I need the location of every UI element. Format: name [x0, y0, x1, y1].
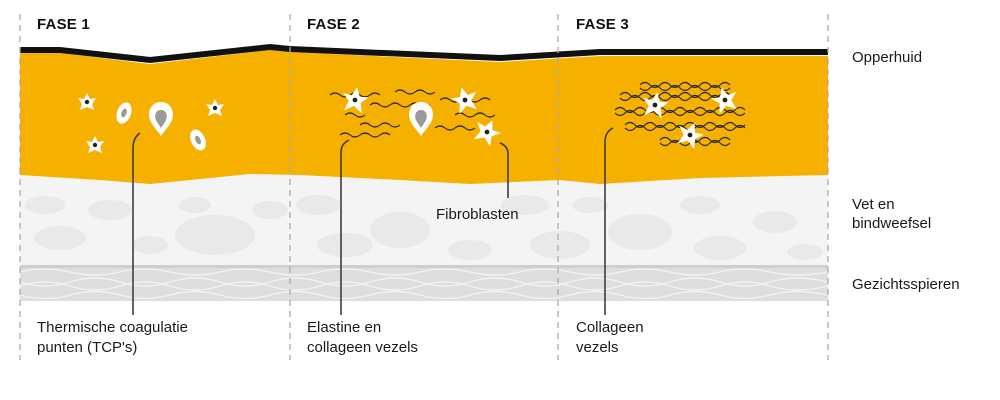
fat-blobs	[25, 195, 823, 260]
phase-title-2: FASE 2	[307, 16, 360, 33]
epidermis-layer	[20, 43, 828, 64]
fase3-cells	[643, 87, 737, 150]
fase2-cells	[343, 87, 501, 147]
annotation-tcp: Thermische coagulatie punten (TCP's)	[37, 318, 188, 358]
annotation-elastin: Elastine en collageen vezels	[307, 318, 418, 358]
annotation-tcp-line2: punten (TCP's)	[37, 339, 138, 356]
leader-lines	[132, 127, 614, 315]
layer-label-muscle: Gezichtsspieren	[852, 276, 960, 293]
phase-title-1: FASE 1	[37, 16, 90, 33]
annotation-collagen-line2: vezels	[576, 339, 619, 356]
annotation-tcp-line1: Thermische coagulatie	[37, 319, 188, 336]
layer-label-fat-line1: Vet en	[852, 196, 895, 213]
fase3-collagen-network	[614, 81, 746, 147]
annotation-fibroblasts: Fibroblasten	[436, 206, 519, 223]
muscle-top-edge	[20, 265, 828, 268]
fibroblast-leader	[499, 142, 509, 198]
layer-label-fat-line2: bindweefsel	[852, 215, 932, 232]
annotation-elastin-line2: collageen vezels	[307, 339, 418, 356]
annotation-collagen-line1: Collageen	[576, 319, 644, 336]
muscle-fibers	[19, 268, 829, 300]
fase1-cells	[78, 93, 224, 153]
annotation-collagen: Collageen vezels	[576, 318, 644, 358]
collagen-leader	[604, 127, 614, 315]
annotation-elastin-line1: Elastine en	[307, 319, 382, 336]
layer-label-epidermis: Opperhuid	[852, 49, 923, 66]
phase-title-3: FASE 3	[576, 16, 629, 33]
phase-dividers	[19, 14, 829, 360]
tcp-leader	[132, 132, 141, 315]
elastin-leader	[340, 139, 350, 315]
